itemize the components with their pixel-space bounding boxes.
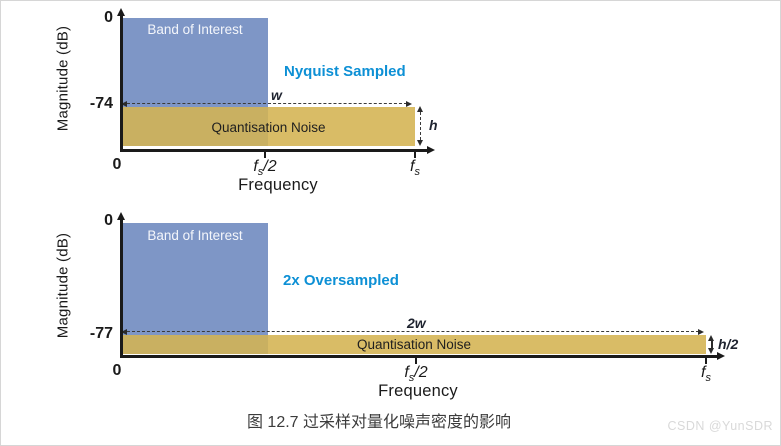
height-arrow-label: h/2 <box>718 336 739 352</box>
width-arrow-left-head <box>121 100 127 107</box>
width-arrow-right-head <box>406 100 412 107</box>
height-arrow-label: h <box>429 117 438 133</box>
fs2-suffix: /2 <box>263 158 277 175</box>
y-axis <box>120 219 123 356</box>
fs2-f: f <box>253 158 258 175</box>
height-arrow-bottom-head <box>417 140 424 146</box>
x-tick-mark-fs2 <box>415 358 417 364</box>
x-axis-label: Frequency <box>378 382 458 400</box>
x-axis-label: Frequency <box>238 176 318 194</box>
width-arrow-line <box>127 331 699 332</box>
width-arrow-label: w <box>271 87 282 103</box>
noise-overlap-rect <box>122 335 268 354</box>
x-tick-0: 0 <box>112 156 122 173</box>
fs-sub: s <box>414 166 420 179</box>
y-axis-label: Magnitude (dB) <box>54 232 72 339</box>
y-axis-arrow <box>116 212 125 220</box>
x-tick-mark-fs <box>414 152 416 158</box>
y-tick-0: 0 <box>104 9 113 26</box>
height-arrow-top-head <box>708 335 715 341</box>
x-axis <box>120 149 428 152</box>
quantisation-noise-label: Quantisation Noise <box>356 337 472 352</box>
quantisation-noise-label: Quantisation Noise <box>211 120 326 135</box>
width-arrow-left-head <box>121 328 127 335</box>
fs2-sub: s <box>257 166 264 179</box>
width-arrow-label: 2w <box>407 315 426 331</box>
x-tick-0: 0 <box>112 362 122 379</box>
height-arrow-top-head <box>417 106 424 112</box>
fs2-f: f <box>404 364 409 381</box>
height-arrow-bottom-head <box>708 348 715 354</box>
fs-f: f <box>701 364 706 381</box>
width-arrow-line <box>127 103 407 104</box>
x-axis-arrow <box>717 351 725 360</box>
noise-overlap-rect <box>122 107 268 146</box>
quantisation-noise-rect <box>268 107 415 146</box>
y-tick-noise-level: -77 <box>89 325 113 342</box>
quantisation-noise-rect <box>268 335 706 354</box>
x-tick-fs2: fs/2 <box>244 158 286 178</box>
y-axis-arrow <box>116 8 125 16</box>
width-arrow-right-head <box>698 328 704 335</box>
band-of-interest-rect <box>122 223 268 354</box>
height-arrow-line <box>711 341 713 349</box>
fs2-sub: s <box>408 372 415 385</box>
band-of-interest-label: Band of Interest <box>147 228 243 243</box>
height-arrow-line <box>420 112 421 140</box>
figure-caption: 图 12.7 过采样对量化噪声密度的影响 <box>246 414 512 431</box>
x-axis-arrow <box>427 145 435 154</box>
fs-f: f <box>410 158 415 175</box>
watermark: CSDN @YunSDR <box>667 419 773 433</box>
y-tick-0: 0 <box>104 212 113 229</box>
x-tick-fs: fs <box>400 158 430 178</box>
x-axis <box>120 355 718 358</box>
y-axis-label: Magnitude (dB) <box>54 25 72 132</box>
x-tick-mark-fs <box>705 358 707 364</box>
x-tick-fs: fs <box>691 364 721 384</box>
chart-title: 2x Oversampled <box>283 272 399 289</box>
y-tick-noise-level: -74 <box>89 95 113 112</box>
x-tick-mark-fs2 <box>264 152 266 158</box>
y-axis <box>120 15 123 151</box>
band-of-interest-label: Band of Interest <box>147 22 243 37</box>
fs-sub: s <box>705 372 711 385</box>
chart-title: Nyquist Sampled <box>284 63 406 80</box>
fs2-suffix: /2 <box>414 364 428 381</box>
x-tick-fs2: fs/2 <box>395 364 437 384</box>
